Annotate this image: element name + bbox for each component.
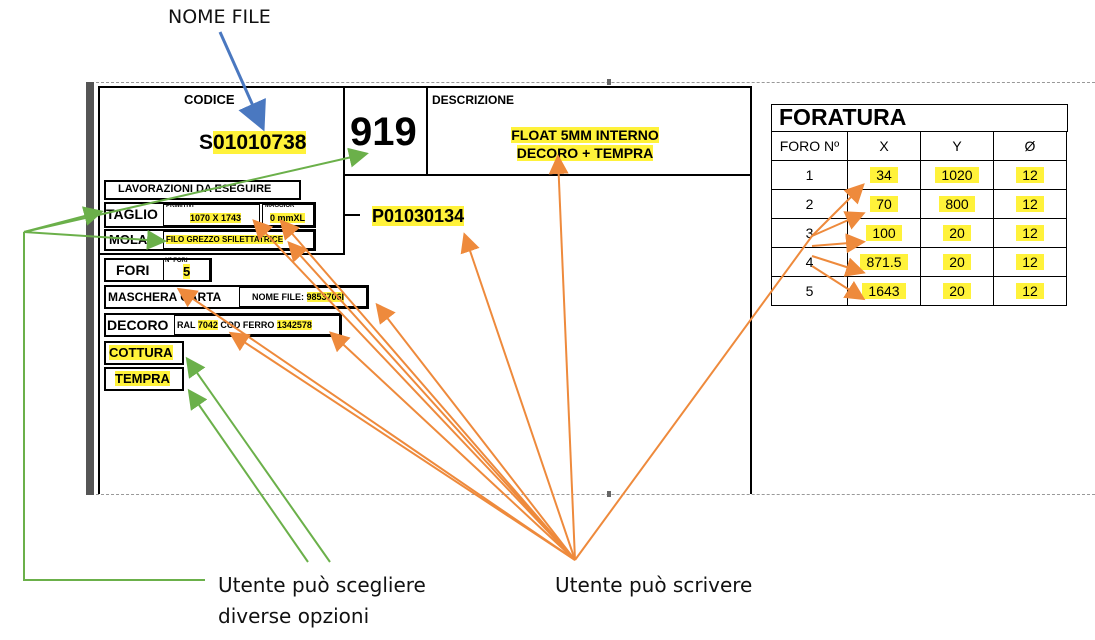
orange-arrow <box>574 235 813 561</box>
orange-arrow <box>279 218 576 561</box>
maschera-carta-box <box>104 285 369 309</box>
taglio-box <box>104 202 316 228</box>
orange-arrow <box>811 211 866 237</box>
orange-arrow <box>811 255 866 277</box>
foro-number: 1 <box>771 160 848 190</box>
fori-label: FORI <box>116 262 150 278</box>
primitivi-value: 1070 X 1743 <box>190 213 242 223</box>
sheet-top-border <box>86 82 1095 83</box>
choose-options-caption: Utente può scegliere diverse opzioni <box>218 573 426 628</box>
mola-box <box>104 229 316 251</box>
descrizione-label: DESCRIZIONE <box>432 93 515 107</box>
header-x: X <box>847 131 921 161</box>
table-row: 3 100 20 12 <box>771 218 1067 248</box>
y-cell[interactable]: 800 <box>920 189 994 219</box>
y-cell[interactable]: 1020 <box>920 160 994 190</box>
can-write-caption: Utente può scrivere <box>555 573 753 597</box>
orange-arrow <box>548 154 576 561</box>
green-bracket <box>23 232 205 581</box>
y-cell[interactable]: 20 <box>920 218 994 248</box>
orange-arrow <box>252 219 576 561</box>
codice-label: CODICE <box>184 92 235 107</box>
green-arrow <box>23 206 104 233</box>
form-right-divider <box>750 86 752 494</box>
orange-arrow <box>460 232 576 561</box>
codice-value[interactable]: S01010738 <box>199 131 307 155</box>
form-top-line <box>98 86 752 88</box>
green-arrow <box>185 356 331 563</box>
sheet-bottom-border <box>86 494 1095 495</box>
green-arrow <box>23 147 369 233</box>
fori-box <box>104 258 212 282</box>
foratura-table: FORO Nº X Y Ø 1 34 1020 12 2 70 800 12 3… <box>771 131 1067 306</box>
x-cell[interactable]: 1643 <box>847 276 921 306</box>
y-cell[interactable]: 20 <box>920 276 994 306</box>
foro-number: 3 <box>771 218 848 248</box>
maggior-label: MAGGIOR <box>265 203 295 209</box>
tempra-label: TEMPRA <box>115 371 170 386</box>
orange-arrow <box>811 265 866 301</box>
p-code-value[interactable]: P01030134 <box>372 206 465 226</box>
orange-arrow <box>811 183 865 237</box>
number-box <box>345 88 428 176</box>
descrizione-line1: FLOAT 5MM INTERNO <box>511 127 659 143</box>
mola-value: FILO GREZZO SFILETTATRICE <box>166 235 284 244</box>
decoro-value: RAL 7042 COD FERRO 1342578 <box>177 320 312 330</box>
ruler-mark-bottom <box>607 491 611 497</box>
blue-arrow <box>218 31 266 132</box>
orange-arrow <box>329 331 576 561</box>
primitivi-label: PRIMITIVI <box>166 203 194 209</box>
cottura-option[interactable] <box>104 341 184 365</box>
orange-arrow <box>228 331 576 561</box>
green-arrow <box>23 229 167 250</box>
form-mid-line <box>345 174 752 176</box>
nome-file-field[interactable] <box>239 287 367 307</box>
n-fori-value: 5 <box>183 264 191 279</box>
decoro-field[interactable] <box>174 315 340 335</box>
p-code-dash <box>344 214 360 216</box>
sheet-left-bar <box>86 82 94 495</box>
n-fori-field[interactable] <box>163 259 210 281</box>
codice-number: 01010738 <box>213 131 307 154</box>
lavorazioni-label: LAVORAZIONI DA ESEGUIRE <box>118 183 272 195</box>
decoro-label: DECORO <box>107 317 169 333</box>
primitivi-field[interactable] <box>163 204 260 226</box>
orange-arrow <box>811 233 866 254</box>
orange-arrow <box>287 241 576 561</box>
codice-box <box>100 88 345 255</box>
lavorazioni-header <box>104 180 301 200</box>
sheet-inner-line <box>98 86 100 494</box>
header-y: Y <box>920 131 994 161</box>
codice-prefix: S <box>199 131 214 154</box>
foratura-title: FORATURA <box>779 104 907 130</box>
ruler-mark-top <box>607 79 611 85</box>
decoro-box <box>104 313 342 337</box>
number-value[interactable]: 919 <box>350 110 417 154</box>
green-arrow <box>187 388 309 563</box>
diameter-cell[interactable]: 12 <box>993 276 1067 306</box>
orange-arrow <box>176 287 576 561</box>
tempra-option[interactable] <box>104 367 184 391</box>
n-fori-label: Nº FORI <box>165 258 188 264</box>
nome-file-annotation: NOME FILE <box>168 6 271 28</box>
orange-arrow <box>375 302 576 561</box>
diameter-cell[interactable]: 12 <box>993 160 1067 190</box>
cottura-label: COTTURA <box>109 345 173 360</box>
maggior-value: 0 mmXL <box>270 213 306 223</box>
diameter-cell[interactable]: 12 <box>993 218 1067 248</box>
